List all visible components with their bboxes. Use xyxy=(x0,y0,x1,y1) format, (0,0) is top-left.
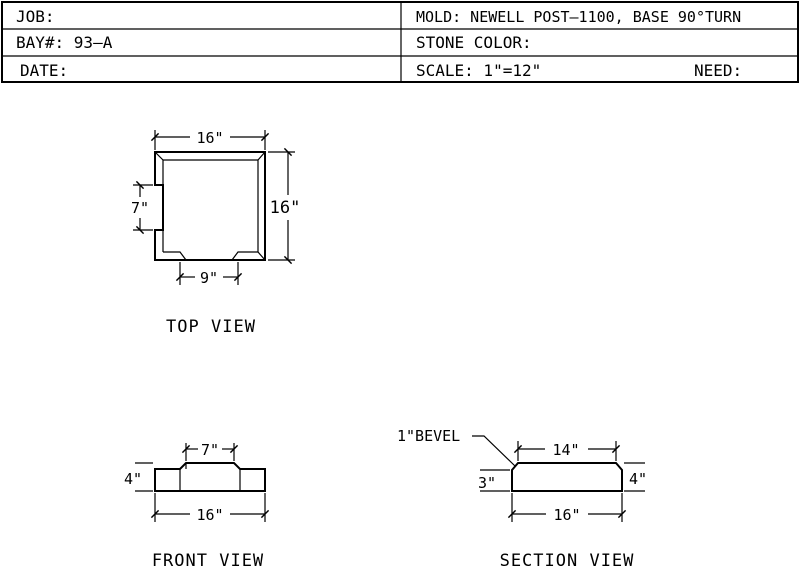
bevel-leader-line xyxy=(472,435,516,467)
top-view-bevel-corner xyxy=(154,151,164,161)
section-view-left-height-dimension: 3" xyxy=(478,474,496,492)
mold-label: MOLD: NEWELL POST–1100, BASE 90°TURN xyxy=(416,8,741,26)
front-view-label: FRONT VIEW xyxy=(152,551,264,571)
section-view-width-dimension: 16" xyxy=(553,506,580,524)
front-view: 7" 4" 16" FRONT VIEW xyxy=(124,441,270,571)
top-view-bevel-corner xyxy=(257,151,266,161)
section-view-bevel-note: 1"BEVEL xyxy=(397,427,460,445)
bay-number-label: BAY#: 93–A xyxy=(16,33,113,52)
front-view-height-dimension: 4" xyxy=(124,470,142,488)
top-view-bevel-line xyxy=(163,159,259,252)
section-view-top-dimension: 14" xyxy=(552,441,579,459)
date-label: DATE: xyxy=(20,61,68,80)
scale-label: SCALE: 1"=12" xyxy=(416,61,541,80)
top-view-bevel-corner xyxy=(257,251,266,261)
need-label: NEED: xyxy=(694,61,742,80)
job-label: JOB: xyxy=(16,7,55,26)
section-view-outline xyxy=(511,462,623,492)
front-view-top-dimension: 7" xyxy=(201,441,219,459)
top-view-notch-side-dimension: 7" xyxy=(131,199,149,217)
top-view-label: TOP VIEW xyxy=(166,317,256,337)
section-view: 1"BEVEL 14" 3" 4" 16" SECTION VIEW xyxy=(397,427,647,571)
section-view-right-height-dimension: 4" xyxy=(629,470,647,488)
top-view-width-dimension: 16" xyxy=(196,129,223,147)
top-view: 16" 16" 7" 9" TOP VIEW xyxy=(131,129,300,337)
title-block-border xyxy=(1,1,799,83)
stone-color-label: STONE COLOR: xyxy=(416,33,532,52)
front-view-outline xyxy=(154,462,266,492)
top-view-notch-pad-right xyxy=(231,251,258,261)
top-view-notch-bottom-dimension: 9" xyxy=(200,269,218,287)
section-view-label: SECTION VIEW xyxy=(500,551,635,571)
top-view-height-dimension: 16" xyxy=(270,198,301,218)
top-view-outline xyxy=(154,151,266,261)
title-block: JOB: BAY#: 93–A DATE: MOLD: NEWELL POST–… xyxy=(1,1,799,83)
top-view-notch-pad-left xyxy=(163,251,187,261)
front-view-width-dimension: 16" xyxy=(196,506,223,524)
